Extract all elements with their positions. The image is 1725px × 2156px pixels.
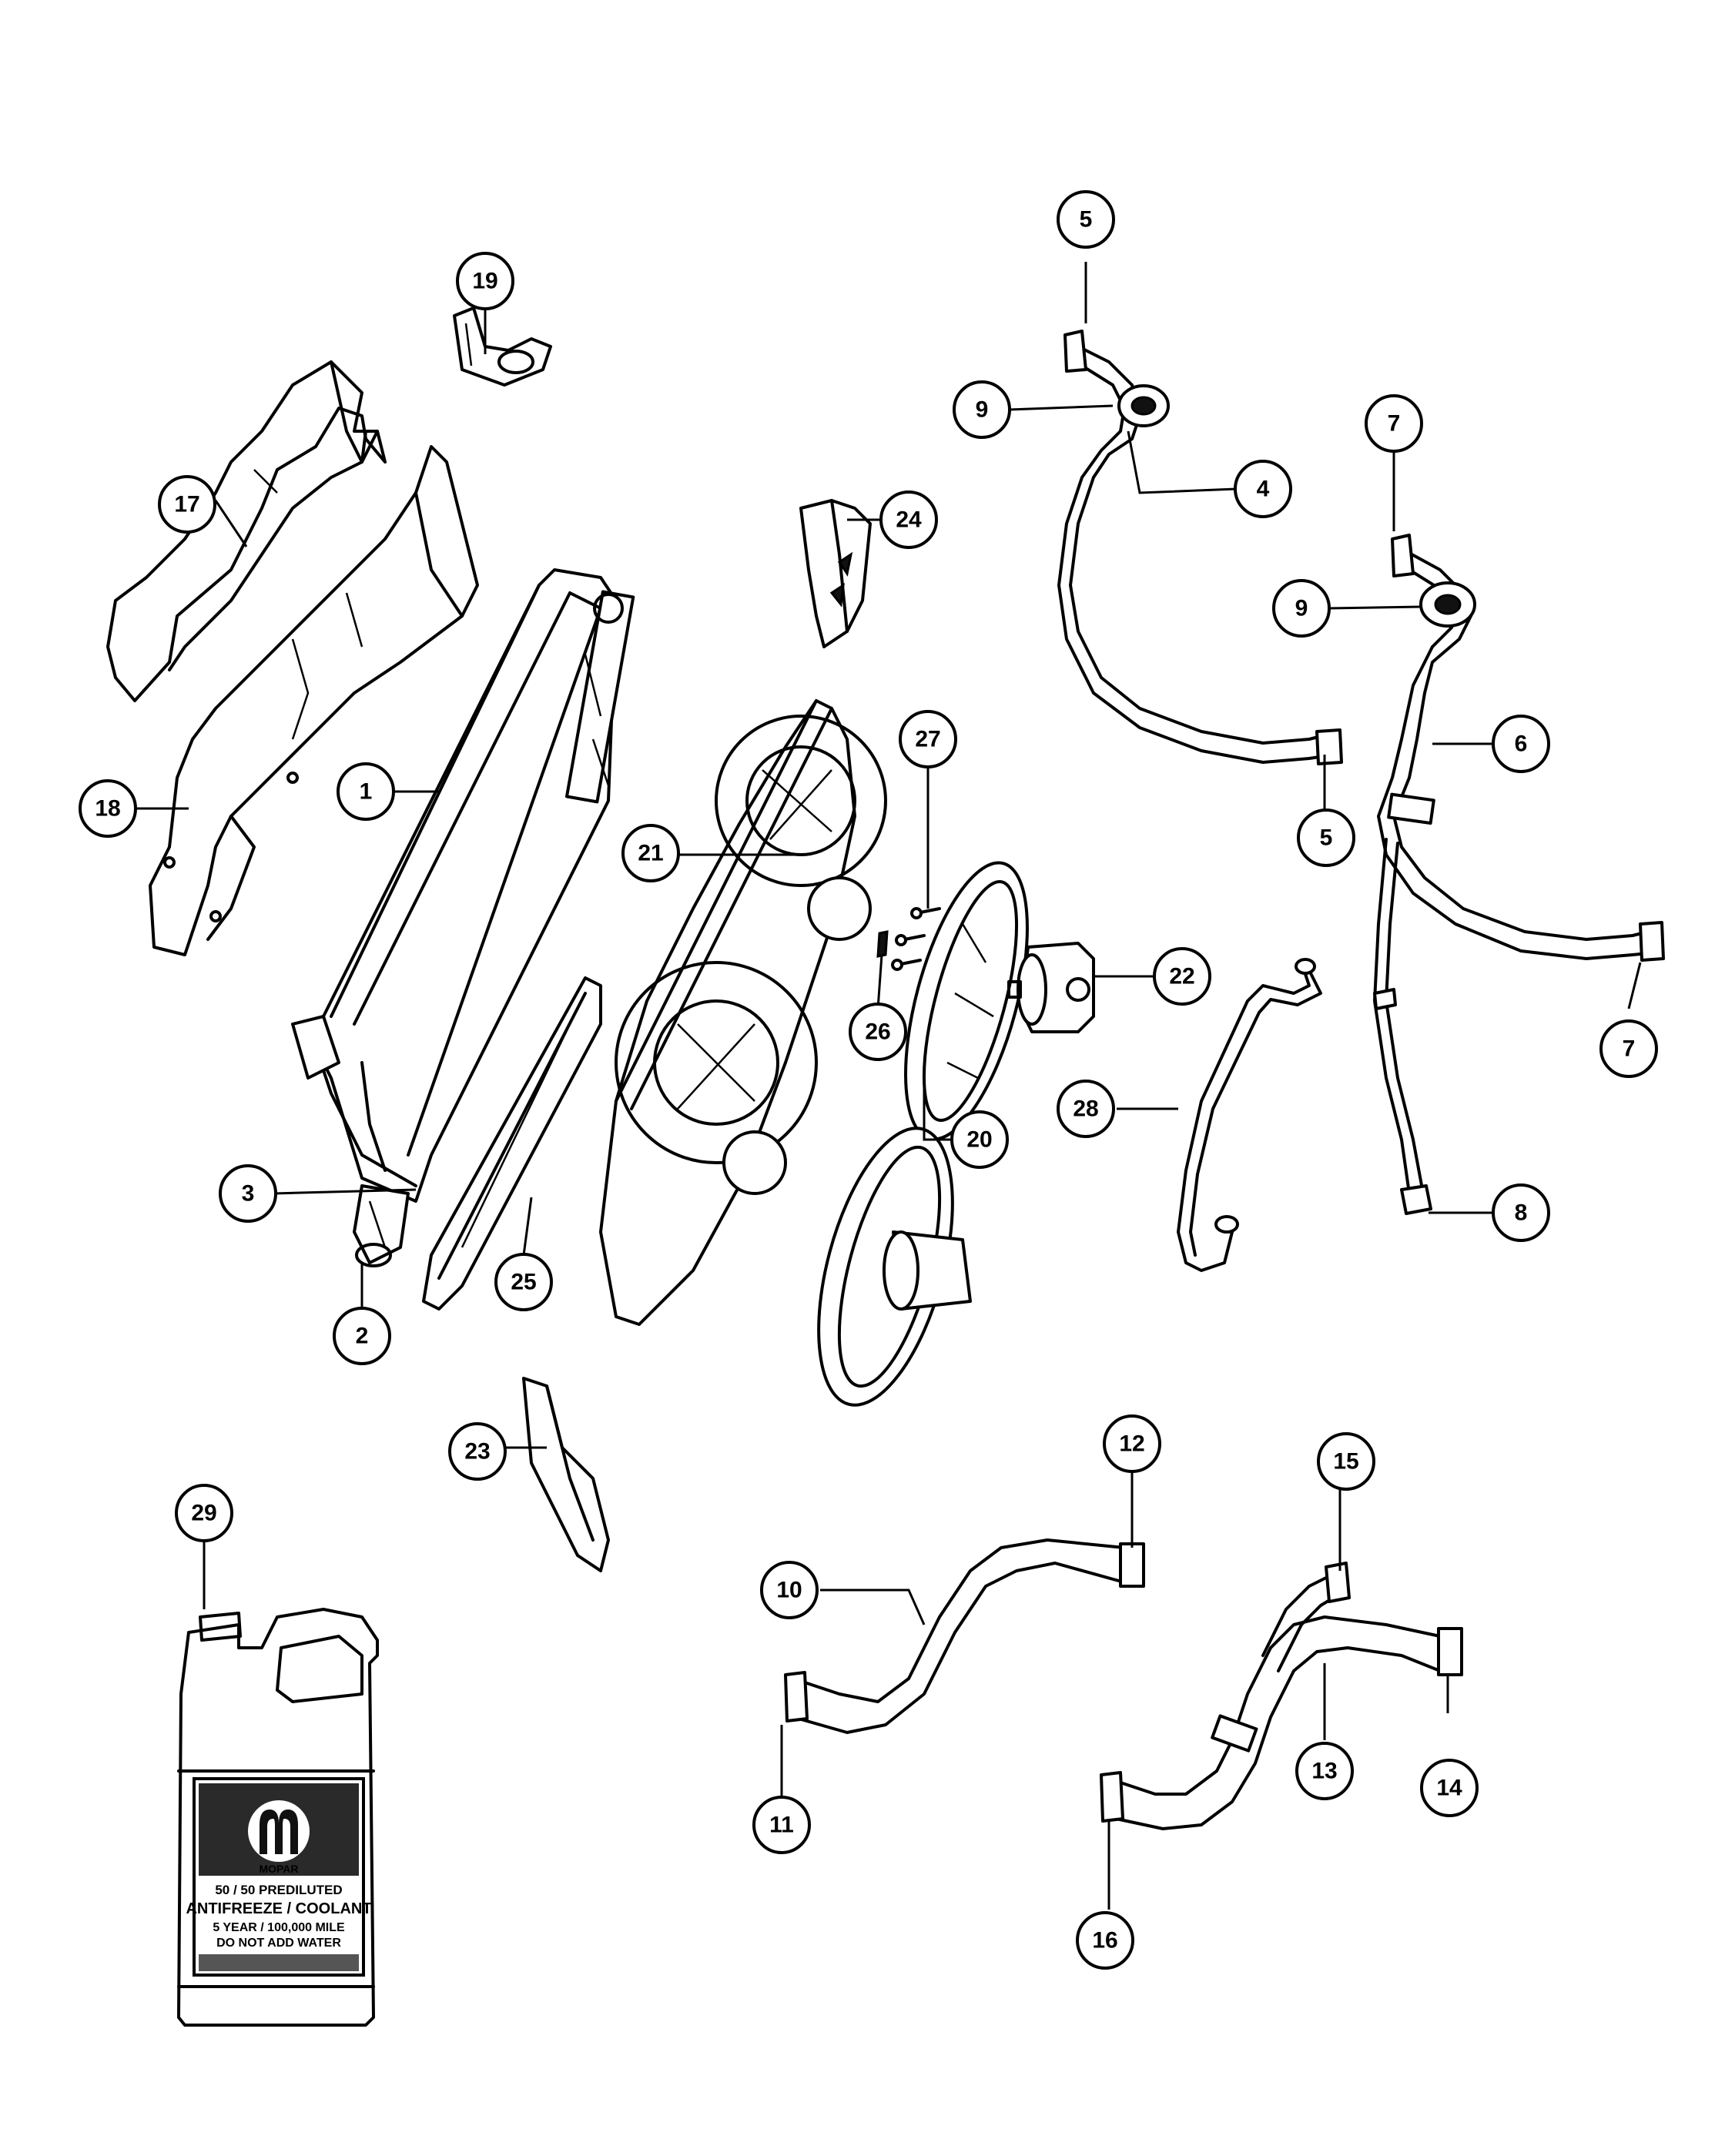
callout-10: 10	[760, 1561, 819, 1619]
part-22-fan-motor	[1007, 942, 1095, 1033]
svg-text:5: 5	[1320, 825, 1333, 851]
svg-text:8: 8	[1515, 1200, 1528, 1226]
callout-15: 15	[1317, 1432, 1375, 1491]
jug-label-line4: DO NOT ADD WATER	[216, 1937, 341, 1950]
svg-text:6: 6	[1515, 732, 1528, 757]
callout-22: 22	[1153, 947, 1211, 1006]
callout-12: 12	[1103, 1414, 1161, 1473]
svg-text:29: 29	[191, 1501, 216, 1526]
callout-6: 6	[1492, 715, 1550, 773]
svg-text:24: 24	[896, 507, 922, 533]
callout-19: 19	[456, 252, 514, 310]
callout-13: 13	[1295, 1742, 1354, 1800]
callout-26: 26	[849, 1003, 907, 1061]
part-10-lower-hose	[784, 1538, 1145, 1734]
callout-9-bottom: 9	[1272, 579, 1331, 638]
callout-17: 17	[158, 475, 216, 534]
callout-14: 14	[1420, 1759, 1479, 1817]
jug-label-line1: 50 / 50 PREDILUTED	[215, 1883, 342, 1897]
callout-28: 28	[1057, 1080, 1115, 1138]
svg-text:11: 11	[769, 1813, 794, 1838]
callout-27: 27	[899, 710, 957, 768]
svg-text:23: 23	[464, 1439, 490, 1465]
part-20-fan-lower	[817, 1127, 972, 1407]
svg-text:19: 19	[472, 269, 497, 294]
svg-text:15: 15	[1333, 1449, 1358, 1475]
part-23-bracket	[522, 1377, 610, 1572]
callout-7-bottom: 7	[1599, 1019, 1658, 1078]
callout-7-top: 7	[1365, 394, 1423, 453]
leader-lines	[135, 262, 1642, 1910]
svg-text:7: 7	[1388, 411, 1401, 437]
callout-8: 8	[1492, 1183, 1550, 1242]
callout-16: 16	[1076, 1911, 1134, 1970]
svg-text:1: 1	[360, 779, 373, 805]
callout-4: 4	[1234, 460, 1292, 518]
callout-21: 21	[621, 824, 680, 882]
callout-9-top: 9	[953, 380, 1011, 439]
svg-text:7: 7	[1623, 1036, 1636, 1062]
svg-text:27: 27	[915, 727, 940, 752]
callout-18: 18	[79, 779, 137, 838]
svg-text:12: 12	[1119, 1431, 1144, 1457]
part-24-bracket	[799, 499, 872, 648]
svg-text:25: 25	[511, 1270, 536, 1295]
part-21-fan-shroud	[599, 699, 887, 1326]
part-4-upper-hose	[1057, 330, 1343, 765]
part-13-heater-hose	[1100, 1562, 1463, 1830]
part-2-3-drain-assembly	[353, 1184, 410, 1267]
svg-text:22: 22	[1169, 964, 1194, 989]
svg-text:18: 18	[95, 796, 120, 822]
svg-text:2: 2	[356, 1324, 369, 1349]
part-18-air-deflector	[149, 445, 479, 956]
part-25-lower-shroud	[422, 976, 602, 1311]
svg-text:4: 4	[1257, 477, 1270, 502]
callout-2: 2	[333, 1307, 391, 1365]
svg-text:17: 17	[174, 492, 199, 517]
svg-text:14: 14	[1436, 1776, 1462, 1801]
callout-5-bottom: 5	[1297, 808, 1355, 867]
callout-3: 3	[219, 1164, 277, 1223]
part-6-hose-with-tee	[1373, 534, 1665, 1215]
callout-1: 1	[337, 762, 395, 821]
callout-23: 23	[448, 1422, 507, 1481]
svg-text:16: 16	[1092, 1928, 1117, 1953]
callout-24: 24	[879, 490, 938, 549]
jug-brand-text: MOPAR	[259, 1863, 298, 1875]
part-17-air-deflector	[106, 360, 387, 702]
svg-text:13: 13	[1311, 1759, 1337, 1784]
callout-20: 20	[950, 1110, 1009, 1169]
jug-label-line2: ANTIFREEZE / COOLANT	[186, 1900, 371, 1917]
svg-text:10: 10	[776, 1578, 802, 1603]
jug-label-line3: 5 YEAR / 100,000 MILE	[213, 1921, 345, 1934]
svg-text:28: 28	[1073, 1096, 1098, 1122]
svg-text:5: 5	[1080, 207, 1093, 233]
callout-11: 11	[752, 1796, 811, 1854]
part-29-coolant-jug: MOPAR 50 / 50 PREDILUTED ANTIFREEZE / CO…	[177, 1608, 379, 2027]
callout-29: 29	[175, 1484, 233, 1542]
part-19-bracket	[453, 306, 552, 387]
svg-text:3: 3	[242, 1181, 255, 1207]
svg-text:26: 26	[865, 1019, 890, 1045]
svg-text:9: 9	[1295, 596, 1308, 621]
callout-5-top: 5	[1057, 190, 1115, 249]
part-28-overflow-tube	[1177, 958, 1322, 1272]
part-26-27-fasteners	[876, 907, 941, 971]
svg-text:20: 20	[966, 1127, 992, 1153]
svg-text:21: 21	[638, 841, 663, 866]
callout-25: 25	[494, 1253, 553, 1311]
svg-text:9: 9	[976, 397, 989, 423]
